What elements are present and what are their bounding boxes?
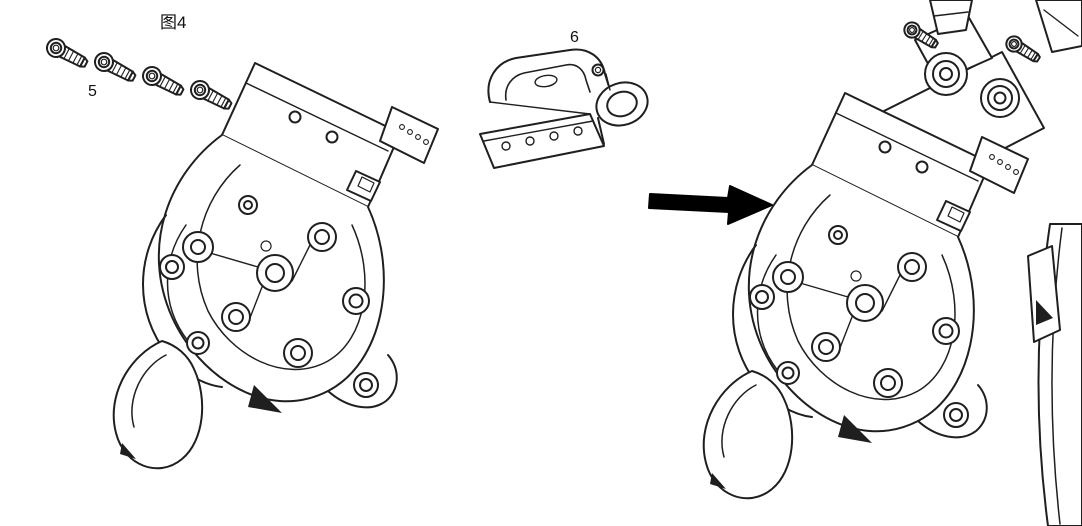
screws-group <box>42 34 236 115</box>
assembled-view-group <box>702 0 1082 526</box>
exploded-view-group <box>42 34 653 470</box>
screw-icon <box>138 62 188 101</box>
screw-icon <box>90 48 140 87</box>
screw-icon <box>42 34 92 73</box>
gripper-assembled-drawing <box>702 92 1029 500</box>
gripper-exploded-drawing <box>112 62 439 470</box>
bracket-part-drawing <box>480 49 653 168</box>
robot-arm-drawing <box>870 0 1082 526</box>
screws-label: 5 <box>88 83 97 100</box>
bracket-label: 6 <box>570 29 579 46</box>
assembly-arrow-icon <box>649 186 772 224</box>
screw-icon <box>1002 32 1044 67</box>
screw-icon <box>186 76 236 115</box>
figure-label: 图4 <box>160 13 187 32</box>
